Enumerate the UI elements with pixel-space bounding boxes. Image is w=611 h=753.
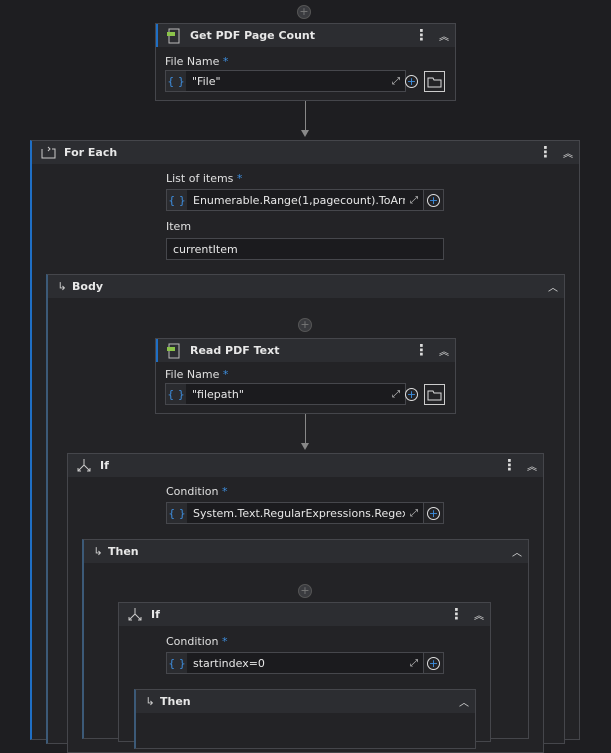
branch-icon bbox=[127, 607, 143, 623]
expand-icon[interactable]: ⤢ bbox=[392, 388, 400, 400]
collapse-icon[interactable]: ︽ bbox=[563, 149, 573, 160]
then-arrow-icon: ↳ bbox=[145, 695, 155, 708]
activity-header[interactable]: Get PDF Page Count ⋮ ︽ bbox=[156, 24, 455, 47]
then-title: Then bbox=[160, 695, 191, 708]
add-activity-button[interactable]: + bbox=[297, 5, 311, 19]
collapse-icon[interactable]: ︿ bbox=[459, 698, 469, 709]
condition-label: Condition * bbox=[166, 635, 228, 648]
loop-icon bbox=[40, 145, 56, 161]
collapse-icon[interactable]: ︽ bbox=[439, 32, 449, 43]
more-options-icon[interactable]: ⋮ bbox=[414, 26, 429, 44]
body-title: Body bbox=[72, 280, 103, 293]
more-options-icon[interactable]: ⋮ bbox=[449, 605, 464, 623]
condition-input[interactable]: { } System.Text.RegularExpressions.Regex… bbox=[166, 502, 424, 524]
expression-icon: { } bbox=[166, 71, 186, 91]
activity-title: Get PDF Page Count bbox=[190, 29, 316, 42]
add-activity-button[interactable]: + bbox=[298, 584, 312, 598]
file-name-input[interactable]: { } "filepath" ⤢ bbox=[165, 383, 406, 405]
activity-title: If bbox=[151, 608, 160, 621]
add-variable-button[interactable]: + bbox=[423, 502, 444, 524]
file-name-label: File Name * bbox=[165, 368, 229, 381]
pdf-icon bbox=[166, 28, 182, 44]
then-title: Then bbox=[108, 545, 139, 558]
activity-title: If bbox=[100, 459, 109, 472]
expand-icon[interactable]: ⤢ bbox=[410, 657, 418, 669]
collapse-icon[interactable]: ︿ bbox=[512, 548, 522, 559]
more-options-icon[interactable]: ⋮ bbox=[538, 143, 553, 161]
expand-icon[interactable]: ⤢ bbox=[392, 75, 400, 87]
activity-header[interactable]: If ⋮ ︽ bbox=[68, 454, 543, 477]
more-options-icon[interactable]: ⋮ bbox=[502, 456, 517, 474]
item-input[interactable]: currentItem bbox=[166, 238, 444, 260]
add-variable-button[interactable]: + bbox=[423, 189, 444, 211]
activity-title: For Each bbox=[64, 146, 118, 159]
list-of-items-label: List of items * bbox=[166, 172, 243, 185]
file-name-input[interactable]: { } "File" ⤢ bbox=[165, 70, 406, 92]
browse-folder-button[interactable] bbox=[424, 384, 445, 405]
collapse-icon[interactable]: ︽ bbox=[439, 347, 449, 358]
add-variable-button[interactable]: + bbox=[423, 652, 444, 674]
more-options-icon[interactable]: ⋮ bbox=[414, 341, 429, 359]
pdf-icon bbox=[166, 343, 182, 359]
browse-folder-button[interactable] bbox=[424, 71, 445, 92]
list-of-items-input[interactable]: { } Enumerable.Range(1,pagecount).ToArra… bbox=[166, 189, 424, 211]
then-arrow-icon: ↳ bbox=[93, 545, 103, 558]
condition-input[interactable]: { } startindex=0 ⤢ bbox=[166, 652, 424, 674]
add-activity-button[interactable]: + bbox=[298, 318, 312, 332]
collapse-icon[interactable]: ︽ bbox=[474, 611, 484, 622]
condition-label: Condition * bbox=[166, 485, 228, 498]
body-header[interactable]: ↳ Body ︿ bbox=[48, 275, 564, 298]
then-header[interactable]: ↳ Then ︿ bbox=[84, 540, 528, 563]
item-label: Item bbox=[166, 220, 192, 233]
activity-header[interactable]: If ⋮ ︽ bbox=[119, 603, 490, 626]
branch-icon bbox=[76, 458, 92, 474]
expression-icon: { } bbox=[167, 503, 187, 523]
expression-icon: { } bbox=[166, 384, 186, 404]
then-container: ↳ Then ︿ bbox=[134, 689, 476, 749]
body-arrow-icon: ↳ bbox=[57, 280, 67, 293]
get-pdf-page-count-activity[interactable]: Get PDF Page Count ⋮ ︽ File Name * { } "F… bbox=[155, 23, 456, 101]
add-variable-button[interactable]: + bbox=[405, 75, 418, 88]
collapse-icon[interactable]: ︿ bbox=[548, 283, 558, 294]
activity-header[interactable]: Read PDF Text ⋮ ︽ bbox=[156, 339, 455, 362]
read-pdf-text-activity[interactable]: Read PDF Text ⋮ ︽ File Name * { } "filepa… bbox=[155, 338, 456, 414]
activity-header[interactable]: For Each ⋮ ︽ bbox=[32, 141, 579, 164]
expression-icon: { } bbox=[167, 190, 187, 210]
expand-icon[interactable]: ⤢ bbox=[410, 194, 418, 206]
expand-icon[interactable]: ⤢ bbox=[410, 507, 418, 519]
add-variable-button[interactable]: + bbox=[405, 388, 418, 401]
then-header[interactable]: ↳ Then ︿ bbox=[136, 690, 475, 713]
expression-icon: { } bbox=[167, 653, 187, 673]
collapse-icon[interactable]: ︽ bbox=[527, 462, 537, 473]
activity-title: Read PDF Text bbox=[190, 344, 280, 357]
file-name-label: File Name * bbox=[165, 55, 229, 68]
